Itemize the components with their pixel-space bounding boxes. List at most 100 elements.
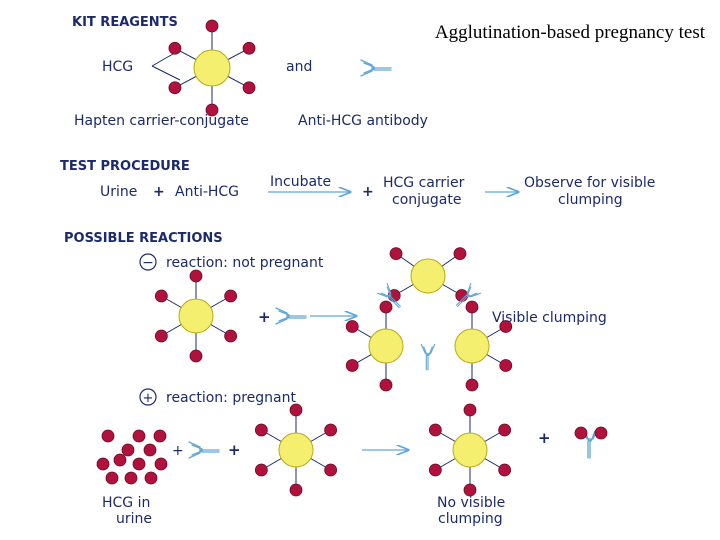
hapten-dot	[289, 403, 303, 417]
hapten-dot	[205, 103, 219, 117]
hapten-dot	[154, 289, 168, 303]
label-anti-hcg-antibody: Anti-HCG antibody	[298, 113, 428, 129]
antibody-arms	[360, 59, 373, 77]
hapten-dot	[154, 329, 168, 343]
hapten-dot	[168, 41, 182, 55]
label-conjugate: conjugate	[392, 192, 461, 208]
hapten-dot	[96, 457, 110, 471]
label-urine: urine	[116, 511, 152, 527]
hapten-dot	[465, 378, 479, 392]
hapten-dot	[101, 429, 115, 443]
antibody-arms	[275, 307, 288, 325]
label-visible-clumping: Visible clumping	[492, 310, 607, 326]
antibody-shape	[377, 283, 401, 309]
hapten-dot	[498, 463, 512, 477]
label-hcg: HCG	[102, 59, 133, 75]
antibody-stem	[388, 294, 401, 307]
hapten-dot	[594, 426, 608, 440]
hapten-carrier-conjugate-icon	[428, 403, 512, 497]
label-hcg-carrier: HCG carrier	[383, 175, 465, 191]
hapten-dot	[113, 453, 127, 467]
hapten-dot	[345, 320, 359, 333]
plus-sign: +	[362, 184, 374, 200]
antibody-stem	[455, 294, 468, 306]
carrier-sphere	[410, 258, 446, 294]
hapten-dot	[574, 426, 588, 440]
hapten-dot	[254, 423, 268, 437]
hapten-dot	[345, 359, 359, 372]
hapten-dot	[289, 483, 303, 497]
hapten-dot	[453, 247, 467, 261]
hapten-dot	[132, 457, 146, 471]
hapten-dot	[105, 471, 119, 485]
label-hapten-carrier-conjugate: Hapten carrier-conjugate	[74, 113, 249, 129]
free-hcg-molecules	[96, 429, 168, 485]
plus-sign: +	[143, 391, 154, 406]
carrier-sphere	[368, 328, 404, 364]
plus-sign: +	[228, 441, 241, 459]
hapten-dot	[498, 423, 512, 437]
antibody-stem	[388, 296, 400, 309]
hapten-dot	[144, 471, 158, 485]
minus-circle-icon	[139, 253, 157, 271]
agglutination-clump	[345, 247, 513, 392]
hapten-carrier-conjugate-icon	[168, 19, 256, 117]
antibody-shape	[455, 283, 481, 307]
carrier-sphere	[193, 49, 231, 87]
carrier-sphere	[452, 432, 488, 468]
hapten-dot	[242, 41, 256, 55]
anti-hcg-antibody-icon	[188, 441, 220, 459]
anti-hcg-antibody-icon	[360, 59, 392, 77]
hapten-dot	[132, 429, 146, 443]
hapten-dot	[379, 300, 393, 314]
hapten-dot	[254, 463, 268, 477]
plus-sign: +	[538, 429, 551, 447]
minus-sign: −	[142, 255, 154, 271]
label-anti-hcg: Anti-HCG	[175, 184, 239, 200]
hapten-dot	[463, 483, 477, 497]
carrier-sphere	[178, 298, 214, 334]
hapten-dot	[499, 320, 513, 333]
hapten-dot	[242, 81, 256, 95]
hapten-dot	[324, 463, 338, 477]
hapten-dot	[389, 247, 403, 261]
hapten-dot	[463, 403, 477, 417]
hapten-dot	[121, 443, 135, 457]
carrier-sphere	[454, 328, 490, 364]
hapten-dot	[465, 300, 479, 314]
heading-test-procedure: TEST PROCEDURE	[60, 159, 190, 174]
hapten-dot	[224, 289, 238, 303]
antibody-arms	[188, 441, 201, 459]
label-clumping: clumping	[438, 511, 503, 527]
antibody-stem	[457, 294, 470, 307]
antibody-hcg-complex-icon	[574, 426, 608, 459]
antibody-shape	[275, 307, 307, 325]
label-hcg-in: HCG in	[102, 495, 150, 511]
hapten-dot	[124, 471, 138, 485]
antibody-shape	[360, 59, 392, 77]
hapten-dot	[168, 81, 182, 95]
label-and: and	[286, 59, 312, 75]
label-urine: Urine	[100, 184, 137, 200]
heading-kit-reagents: KIT REAGENTS	[72, 15, 178, 30]
antibody-arms	[420, 343, 436, 355]
hapten-carrier-conjugate-icon	[154, 269, 238, 363]
antibody-shape	[420, 343, 436, 371]
hapten-dot	[189, 349, 203, 363]
hapten-carrier-conjugate-icon	[254, 403, 338, 497]
hapten-dot	[428, 423, 442, 437]
carrier-sphere	[278, 432, 314, 468]
label-no-visible: No visible	[437, 495, 505, 511]
hapten-dot	[143, 443, 157, 457]
hapten-dot	[428, 463, 442, 477]
hapten-dot	[153, 429, 167, 443]
hapten-dot	[379, 378, 393, 392]
heading-possible-reactions: POSSIBLE REACTIONS	[64, 231, 223, 246]
hapten-dot	[224, 329, 238, 343]
label-pregnant: reaction: pregnant	[166, 390, 296, 406]
hapten-dot	[189, 269, 203, 283]
label-incubate: Incubate	[270, 174, 331, 190]
hapten-dot	[205, 19, 219, 33]
page-title: Agglutination-based pregnancy test	[435, 22, 706, 43]
